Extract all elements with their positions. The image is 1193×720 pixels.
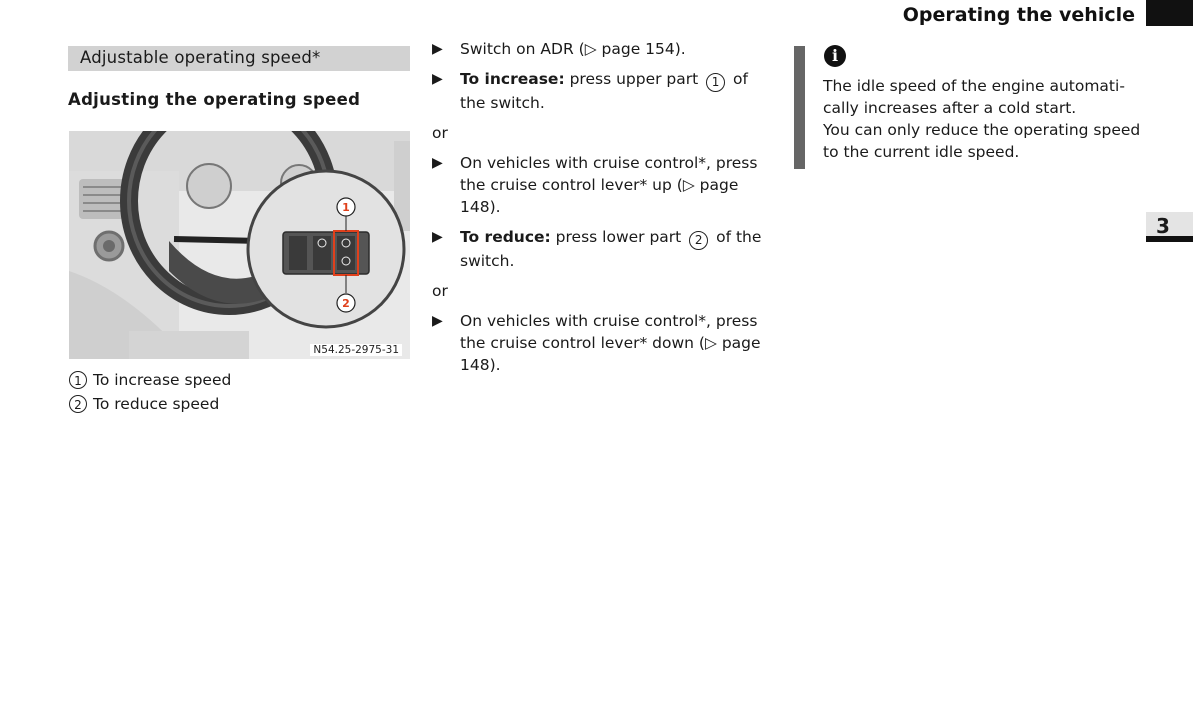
note-side-bar (794, 46, 805, 169)
step-text: press lower part (550, 228, 687, 246)
callout-2-label: 2 (342, 297, 350, 310)
step-text: Switch on ADR (▷ page 154). (460, 40, 686, 58)
step-cruise-down: ▶ On vehicles with cruise control*, pres… (432, 310, 777, 376)
step-text: On vehicles with cruise control*, press … (460, 312, 761, 374)
step-arrow-icon: ▶ (432, 41, 443, 57)
step-text: On vehicles with cruise control*, press … (460, 154, 758, 216)
steering-wheel-figure: 1 2 N54.25-2975-31 (69, 131, 410, 359)
callout-1-label: 1 (342, 201, 350, 214)
header-black-tab (1146, 0, 1193, 26)
step-arrow-icon: ▶ (432, 71, 443, 87)
inline-callout-number: 1 (706, 73, 726, 92)
figure-legend: 1 To increase speed 2 To reduce speed (69, 368, 231, 416)
step-reduce: ▶ To reduce: press lower part 2 of the s… (432, 226, 777, 272)
step-text: of the switch. (460, 70, 748, 112)
legend-item: 1 To increase speed (69, 368, 231, 392)
legend-number: 2 (69, 395, 87, 413)
step-increase: ▶ To increase: press upper part 1 of the… (432, 68, 777, 114)
step-switch-on-adr: ▶ Switch on ADR (▷ page 154). (432, 38, 777, 60)
legend-text: To increase speed (93, 371, 232, 389)
steering-wheel-illustration: 1 2 (69, 131, 410, 359)
instruction-steps: ▶ Switch on ADR (▷ page 154). ▶ To incre… (432, 38, 777, 384)
or-separator: or (432, 282, 448, 300)
legend-text: To reduce speed (93, 395, 220, 413)
subheading: Adjusting the operating speed (68, 90, 361, 109)
step-text: press upper part (564, 70, 704, 88)
chapter-tab: 3 (1146, 212, 1193, 242)
note-line: The idle speed of the engine automati­ca… (823, 77, 1125, 117)
step-arrow-icon: ▶ (432, 155, 443, 171)
step-text: of the switch. (460, 228, 762, 270)
note-text: The idle speed of the engine automati­ca… (823, 75, 1143, 163)
step-arrow-icon: ▶ (432, 229, 443, 245)
step-cruise-up: ▶ On vehicles with cruise control*, pres… (432, 152, 777, 218)
step-bold-label: To increase: (460, 70, 565, 88)
page-header-title: Operating the vehicle (902, 4, 1135, 26)
section-title-bar: Adjustable operating speed* (68, 46, 410, 71)
info-icon: i (824, 45, 846, 67)
or-separator: or (432, 124, 448, 142)
inline-callout-number: 2 (689, 231, 709, 250)
step-arrow-icon: ▶ (432, 313, 443, 329)
note-line: You can only reduce the operating speed … (823, 121, 1141, 161)
legend-number: 1 (69, 371, 87, 389)
legend-item: 2 To reduce speed (69, 392, 231, 416)
figure-code: N54.25-2975-31 (310, 344, 402, 356)
step-bold-label: To reduce: (460, 228, 551, 246)
